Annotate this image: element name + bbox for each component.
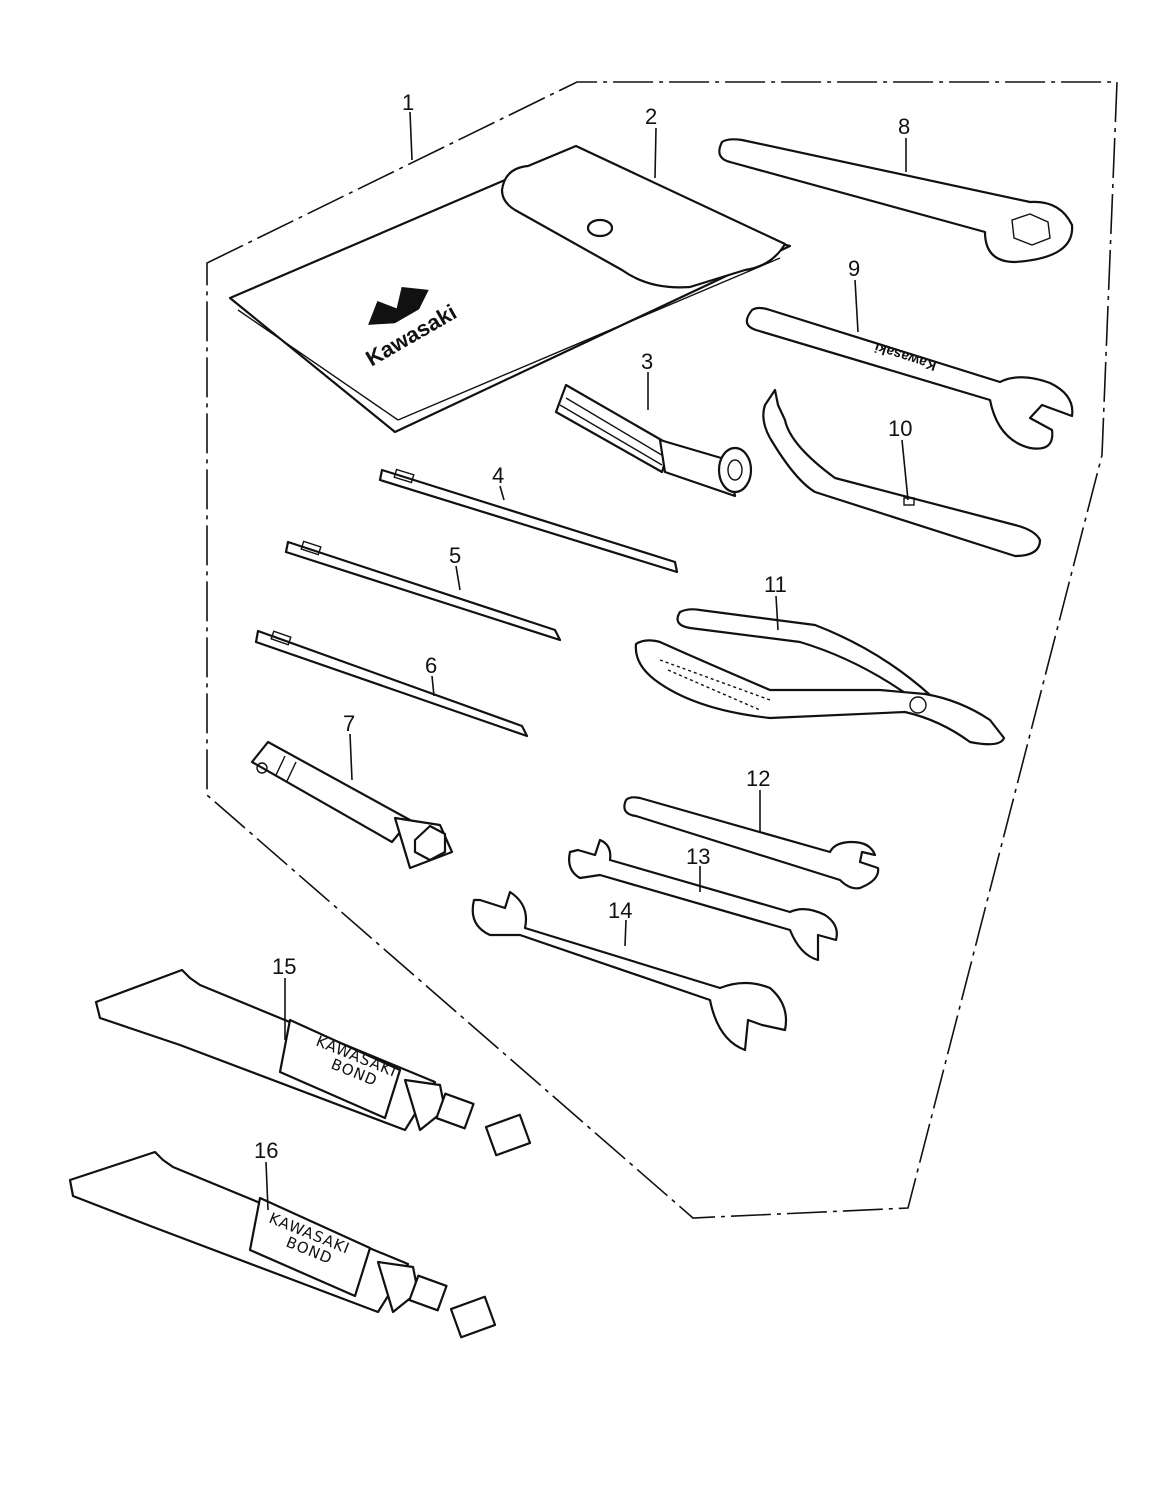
open-end-wrench-14 bbox=[471, 890, 788, 1052]
callout-8: 8 bbox=[898, 114, 910, 139]
callout-3: 3 bbox=[641, 349, 653, 374]
socket-handle bbox=[554, 383, 753, 498]
slip-joint-pliers bbox=[634, 608, 1006, 746]
callout-10: 10 bbox=[888, 416, 912, 441]
callout-7: 7 bbox=[343, 711, 355, 736]
snap-button bbox=[586, 218, 614, 238]
callout-16: 16 bbox=[254, 1138, 278, 1163]
callout-2: 2 bbox=[645, 104, 657, 129]
screwdriver-6 bbox=[254, 629, 529, 738]
callout-15: 15 bbox=[272, 954, 296, 979]
callout-13: 13 bbox=[686, 844, 710, 869]
pouch-flap bbox=[500, 144, 787, 289]
screwdriver-4 bbox=[378, 468, 679, 574]
open-end-wrench-12 bbox=[623, 796, 880, 890]
callout-14: 14 bbox=[608, 898, 632, 923]
kit-boundary bbox=[206, 81, 1118, 1219]
callout-4: 4 bbox=[492, 463, 504, 488]
callout-5: 5 bbox=[449, 543, 461, 568]
box-wrench bbox=[718, 138, 1074, 264]
bond-tube-15: KAWASAKI BOND bbox=[94, 968, 532, 1157]
callout-6: 6 bbox=[425, 653, 437, 678]
tube-cap bbox=[449, 1295, 497, 1339]
callout-numbers: 1 2 3 4 5 6 7 8 9 10 11 12 13 14 15 16 bbox=[254, 90, 912, 1163]
screwdriver-5 bbox=[284, 540, 562, 642]
bond-tube-16: KAWASAKI BOND bbox=[68, 1150, 497, 1339]
callout-12: 12 bbox=[746, 766, 770, 791]
callout-11: 11 bbox=[764, 572, 787, 597]
callout-9: 9 bbox=[848, 256, 860, 281]
leader-lines bbox=[265, 111, 909, 1211]
open-end-wrench-13 bbox=[568, 838, 838, 962]
spark-plug-wrench bbox=[250, 740, 454, 870]
hook-spanner bbox=[762, 388, 1042, 558]
callout-1: 1 bbox=[402, 90, 414, 115]
tube-cap bbox=[484, 1113, 532, 1157]
